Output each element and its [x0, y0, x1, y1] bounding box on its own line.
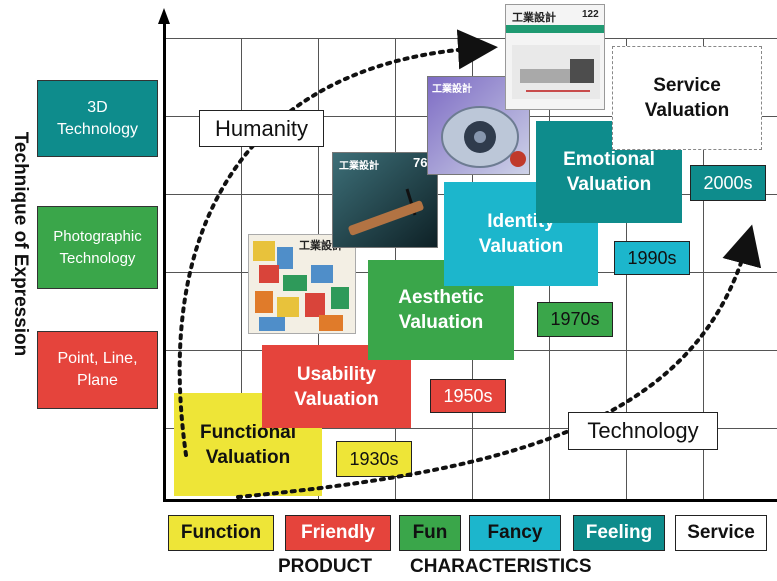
characteristic-fancy: Fancy [469, 515, 561, 551]
magazine-3-title: 工業設計 [432, 84, 472, 95]
technique-point-line-plane: Point, Line, Plane [37, 331, 158, 409]
characteristic-function: Function [168, 515, 274, 551]
characteristic-feeling: Feeling [573, 515, 665, 551]
characteristic-fun: Fun [399, 515, 461, 551]
x-axis-line [163, 499, 777, 502]
y-axis-line [163, 22, 166, 502]
technology-arrow [236, 224, 762, 499]
valuation-service: Service Valuation [612, 46, 762, 150]
technique-3d-technology: 3D Technology [37, 80, 158, 157]
magazine-4-issue: 122 [582, 9, 599, 20]
x-axis-title-part2: CHARACTERISTICS [410, 556, 592, 577]
year-2000s: 2000s [690, 165, 766, 201]
humanity-label: Humanity [199, 110, 324, 147]
humanity-arrow [177, 29, 498, 457]
characteristic-friendly: Friendly [285, 515, 391, 551]
technology-label: Technology [568, 412, 718, 450]
y-axis-arrow [158, 8, 170, 24]
x-axis-title-part1: PRODUCT [278, 556, 372, 577]
year-1950s: 1950s [430, 379, 506, 413]
year-1990s: 1990s [614, 241, 690, 275]
year-1970s: 1970s [537, 302, 613, 337]
magazine-cover-1: 工業設計 [248, 234, 356, 334]
year-1930s: 1930s [336, 441, 412, 477]
magazine-cover-2: 工業設計 76 [332, 152, 438, 248]
magazine-cover-4: 工業設計 122 [505, 4, 605, 110]
characteristic-service: Service [675, 515, 767, 551]
magazine-4-title: 工業設計 [512, 12, 556, 24]
technique-photographic-technology: Photographic Technology [37, 206, 158, 289]
magazine-2-title: 工業設計 [339, 161, 379, 172]
magazine-cover-3: 工業設計 [427, 76, 530, 175]
magazine-2-issue: 76 [413, 155, 428, 170]
